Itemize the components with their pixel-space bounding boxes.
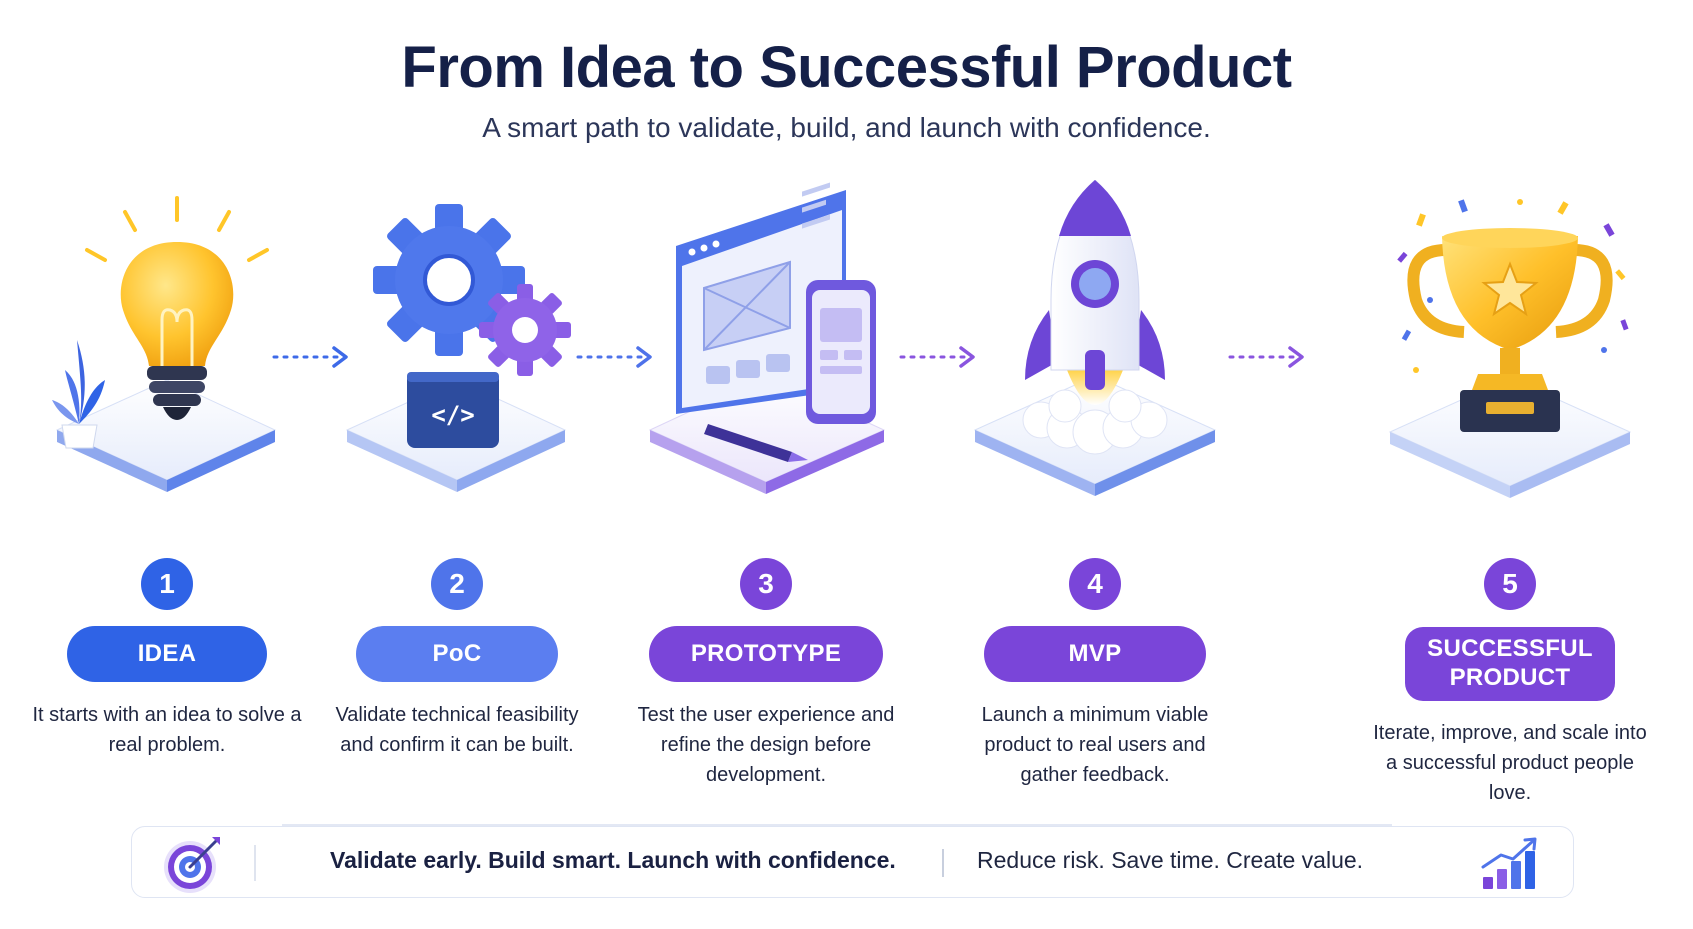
- step-label-pill: MVP: [984, 626, 1206, 682]
- step-description: Validate technical feasibility and confi…: [335, 704, 579, 756]
- step-mvp: 4 MVP Launch a minimum viable product to…: [945, 180, 1245, 820]
- arrow-right-icon: [1224, 342, 1314, 372]
- trophy-icon: [1360, 180, 1660, 540]
- growth-chart-icon: [1477, 837, 1547, 893]
- rocket-icon: [945, 180, 1245, 540]
- step-label-pill: IDEA: [67, 626, 267, 682]
- step-prototype: 3 PROTOTYPE Test the user experience and…: [616, 180, 916, 820]
- step-successful-product: 5 SUCCESSFUL PRODUCT Iterate, improve, a…: [1360, 180, 1660, 820]
- footer-separator: [254, 845, 256, 881]
- step-label-pill: PROTOTYPE: [649, 626, 883, 682]
- step-poc: </> 2 PoC Validate technical feasibility…: [307, 180, 607, 820]
- footer-value-statement: Reduce risk. Save time. Create value.: [977, 847, 1364, 873]
- step-description: Test the user experience and refine the …: [637, 704, 895, 786]
- gears-code-icon: </>: [307, 180, 607, 540]
- footer-tagline: Validate early. Build smart. Launch with…: [330, 847, 896, 873]
- lightbulb-icon: [17, 180, 317, 540]
- wireframe-devices-icon: [616, 180, 916, 540]
- footer-separator: [942, 849, 944, 877]
- step-number: 3: [740, 558, 792, 610]
- page-subtitle: A smart path to validate, build, and lau…: [482, 112, 1211, 143]
- step-description: Iterate, improve, and scale into a succe…: [1373, 722, 1647, 804]
- page-title: From Idea to Successful Product: [401, 35, 1292, 100]
- step-number: 1: [141, 558, 193, 610]
- step-number: 2: [431, 558, 483, 610]
- step-number: 4: [1069, 558, 1121, 610]
- step-description: It starts with an idea to solve a real p…: [32, 704, 302, 756]
- footer-banner: Validate early. Build smart. Launch with…: [131, 826, 1574, 898]
- step-description: Launch a minimum viable product to real …: [981, 704, 1209, 786]
- step-label-pill: PoC: [356, 626, 558, 682]
- step-label-pill: SUCCESSFUL PRODUCT: [1405, 627, 1615, 701]
- footer-divider-line: [282, 824, 1392, 826]
- step-number: 5: [1484, 558, 1536, 610]
- arrow-right-icon: [268, 342, 358, 372]
- svg-text:</>: </>: [431, 401, 474, 429]
- target-icon: [162, 833, 224, 895]
- arrow-right-icon: [895, 342, 985, 372]
- step-idea: 1 IDEA It starts with an idea to solve a…: [17, 180, 317, 820]
- steps-flow: 1 IDEA It starts with an idea to solve a…: [0, 180, 1693, 820]
- arrow-right-icon: [572, 342, 662, 372]
